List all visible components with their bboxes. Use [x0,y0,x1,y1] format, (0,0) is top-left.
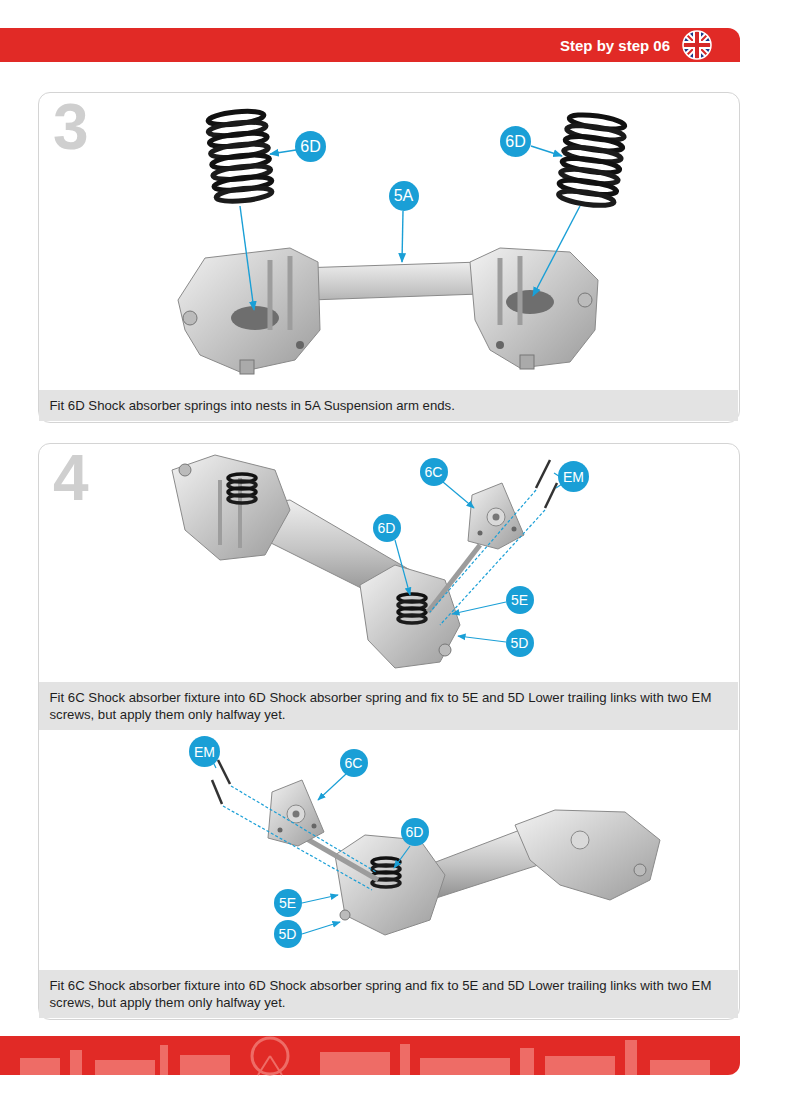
leader-lines [395,473,562,642]
part-code: 6D [406,825,424,839]
caption-text: Fit 6C Shock absorber fixture into 6D Sh… [50,977,727,1011]
part-code: 6D [378,521,396,535]
part-code: 5D [511,636,529,650]
part-code: 6D [300,139,320,155]
callout-number: 6D [401,818,429,846]
part-code: EM [563,470,584,484]
leader-lines [240,146,580,310]
callout-number: 6D [500,126,531,157]
step-panel: 6C EM 6D 5E 5D Fit 6C Shock absorber fixture … [38,443,740,1020]
leader-lines [213,762,410,934]
part-code: 6C [345,756,363,770]
part-code: 5D [279,927,297,941]
footer-skyline [0,1036,740,1075]
part-code: 5E [279,896,296,910]
flag-icon [683,31,711,59]
part-code: 5E [511,593,528,607]
callout-number: 6D [373,514,401,542]
suspension-arm [178,248,598,374]
callout-number: EM [189,736,220,767]
callout-number: 5D [274,920,302,948]
callout-number: 6D [295,131,326,162]
screws [536,460,557,508]
part-code: EM [194,745,215,759]
callout-number: EM [558,461,589,492]
caption-text: Fit 6D Shock absorber springs into nests… [50,397,727,414]
step-number: 4 [53,446,89,510]
instruction-caption: Fit 6D Shock absorber springs into nests… [39,390,738,421]
step-panel: 6D 6D 5A Fit 6D Shock absorber springs into… [38,92,740,423]
callout-number: 5A [389,181,419,211]
page-title: Step by step 06 [560,37,670,54]
step-number: 3 [53,95,89,159]
suspension-arm [172,455,460,668]
suspension-arm [335,810,660,935]
callout-number: 6C [420,458,448,486]
screws [212,760,230,804]
part-code: 6D [505,134,525,150]
header-bar [0,28,740,62]
part-code: 5A [394,188,414,204]
callout-number: 6C [340,749,368,777]
part-code: 6C [425,465,443,479]
callout-number: 5E [274,889,302,917]
callout-number: 5D [506,629,534,657]
caption-text: Fit 6C Shock absorber fixture into 6D Sh… [50,689,727,723]
instruction-caption: Fit 6C Shock absorber fixture into 6D Sh… [39,970,738,1018]
callout-number: 5E [506,586,534,614]
instruction-caption: Fit 6C Shock absorber fixture into 6D Sh… [39,682,738,730]
